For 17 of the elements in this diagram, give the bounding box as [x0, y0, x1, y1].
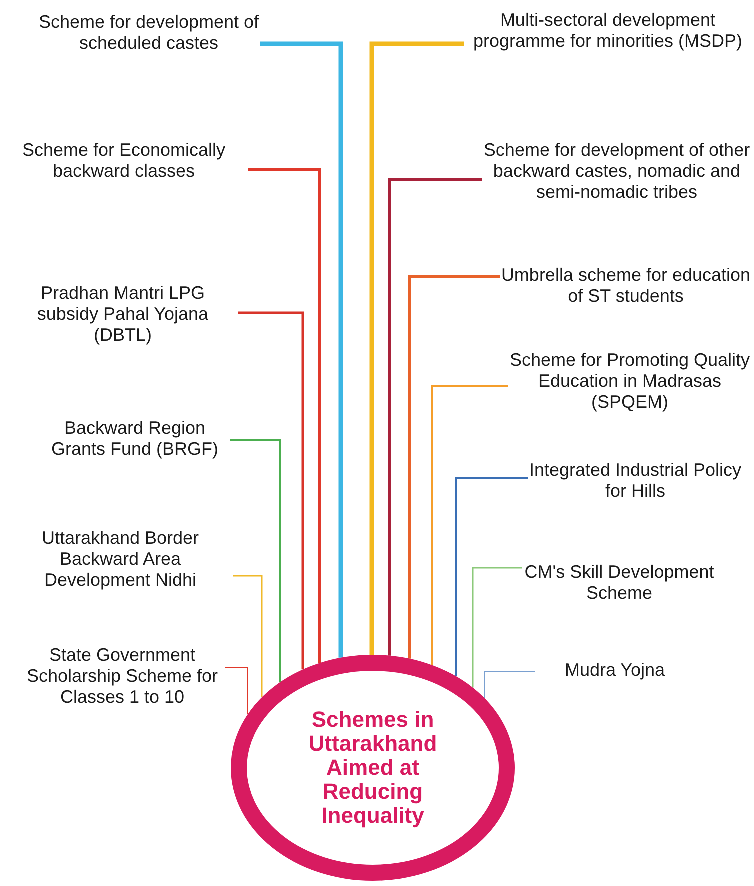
scheme-label: Uttarakhand Border Backward Area Development Nidhi — [40, 528, 200, 591]
scheme-label: Multi-sectoral development programme for minorities (MSDP) — [472, 10, 744, 52]
connector-line — [260, 42, 344, 658]
scheme-label: Mudra Yojna — [564, 660, 666, 681]
scheme-label: State Government Scholarship Scheme for Classes 1 to 10 — [26, 645, 220, 708]
scheme-label: Scheme for development of scheduled castes — [38, 12, 260, 54]
scheme-label: Umbrella scheme for education of ST students — [500, 265, 752, 307]
connector-line — [370, 42, 464, 655]
scheme-label: Scheme for development of other backward castes, nomadic and semi-nomadic tribes — [482, 140, 752, 203]
scheme-label: Pradhan Mantri LPG subsidy Pahal Yojana (DBTL) — [36, 283, 210, 346]
connector-line — [388, 178, 482, 656]
scheme-label: Backward Region Grants Fund (BRGF) — [50, 418, 220, 460]
scheme-label: CM's Skill Development Scheme — [524, 562, 716, 604]
scheme-label: Integrated Industrial Policy for Hills — [528, 460, 743, 502]
scheme-label: Scheme for Promoting Quality Education in Madrasas (SPQEM) — [508, 350, 752, 413]
scheme-label: Scheme for Economically backward classes — [21, 140, 227, 182]
central-title: Schemes in Uttarakhand Aimed at Reducing Inequality — [308, 708, 438, 828]
